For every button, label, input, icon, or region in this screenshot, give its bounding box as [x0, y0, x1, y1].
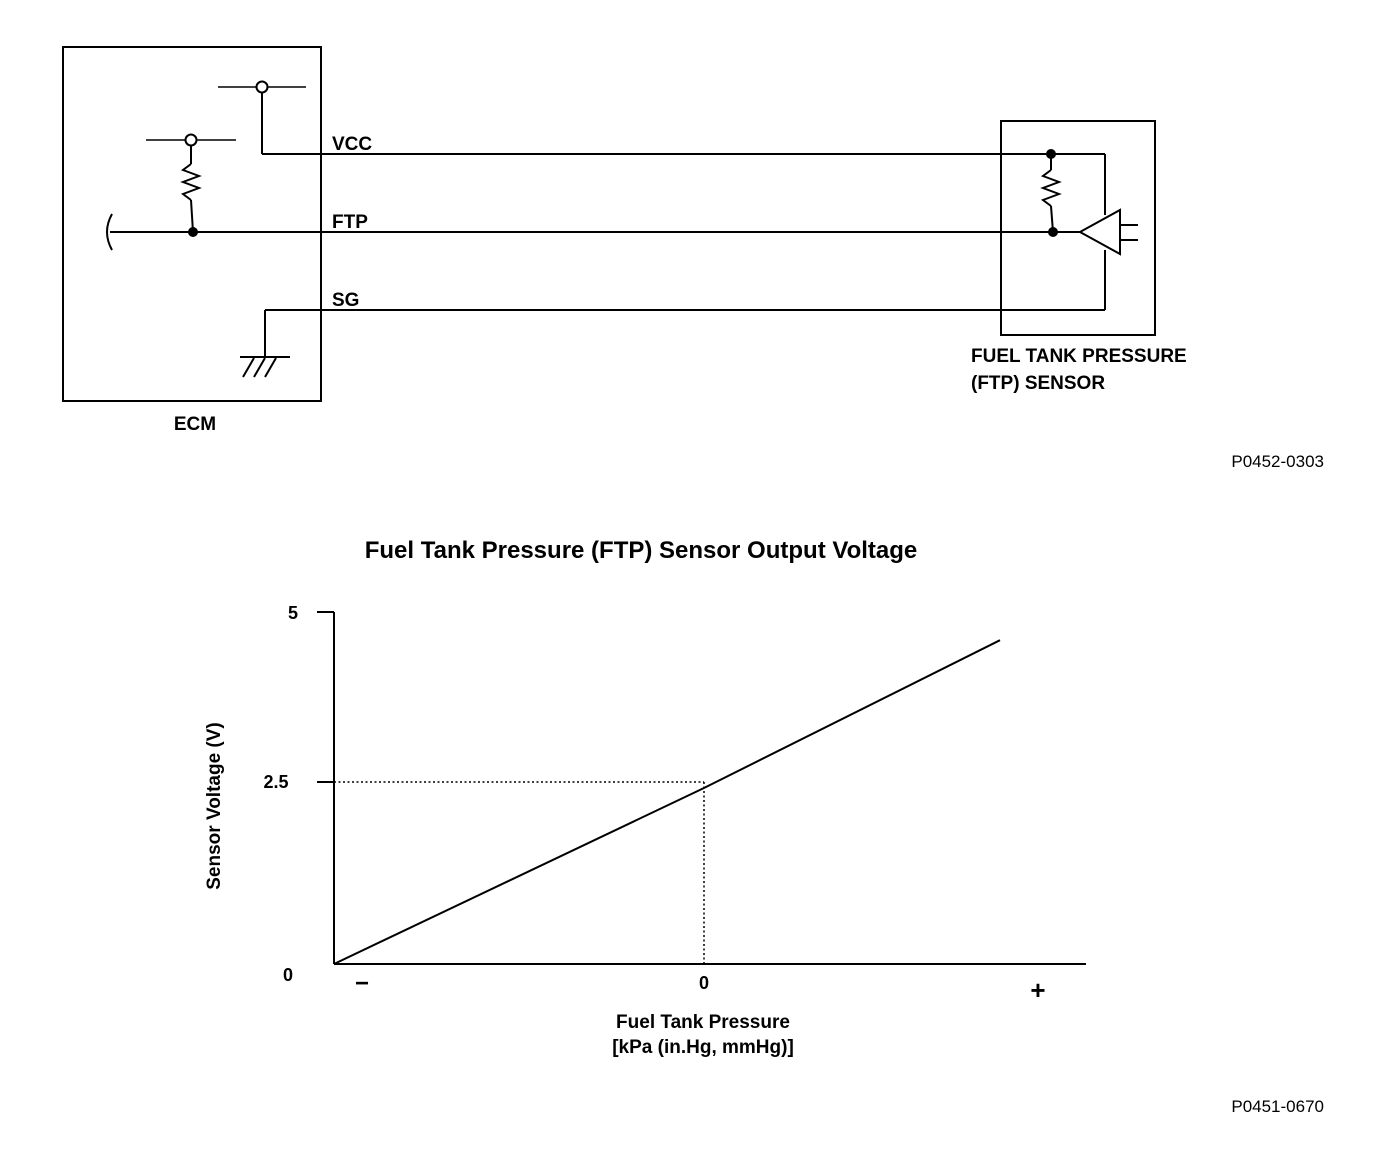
y-tick-label-5: 5 — [288, 603, 298, 623]
sensor-label-line1: FUEL TANK PRESSURE — [971, 346, 1187, 367]
wiring-diagram: ECM VCC FT — [62, 46, 1324, 471]
vcc-supply — [218, 80, 306, 154]
y-tick-label-2-5: 2.5 — [263, 772, 288, 792]
chart-title: Fuel Tank Pressure (FTP) Sensor Output V… — [365, 537, 918, 564]
vcc-label: VCC — [332, 134, 372, 155]
voltage-series-line — [333, 639, 1001, 965]
ecm-label: ECM — [174, 414, 216, 435]
wiring-figure-code: P0452-0303 — [1231, 452, 1324, 471]
x-axis-label-line2: [kPa (in.Hg, mmHg)] — [612, 1037, 794, 1058]
ground-symbol — [240, 310, 290, 378]
y-tick-label-0: 0 — [283, 965, 293, 985]
ftp-label: FTP — [332, 212, 368, 233]
chart-figure-code: P0451-0670 — [1231, 1097, 1324, 1116]
x-tick-label-zero: 0 — [699, 973, 709, 993]
x-axis-label-line1: Fuel Tank Pressure — [616, 1012, 790, 1033]
ftp-sensor-internals — [1040, 149, 1106, 310]
ecm-pullup-resistor — [146, 133, 236, 233]
y-axis-label: Sensor Voltage (V) — [204, 722, 225, 890]
ecm-input-symbol — [106, 213, 113, 251]
sg-label: SG — [332, 290, 359, 311]
x-tick-label-minus: − — [355, 970, 369, 997]
x-tick-label-plus: + — [1030, 975, 1045, 1005]
ecm-box — [62, 46, 322, 402]
voltage-chart: Fuel Tank Pressure (FTP) Sensor Output V… — [204, 537, 1324, 1116]
ftp-sensor-box — [1000, 120, 1156, 336]
amplifier-symbol — [1077, 208, 1138, 256]
sensor-label-line2: (FTP) SENSOR — [971, 373, 1105, 394]
